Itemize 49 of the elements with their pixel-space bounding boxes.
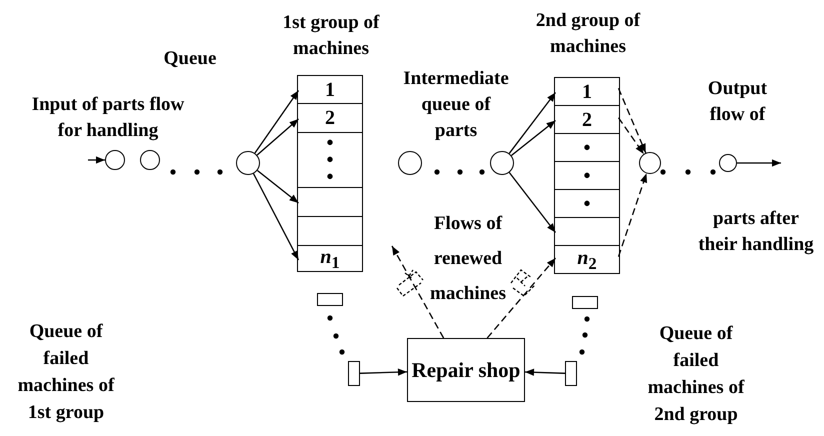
arrow — [257, 170, 299, 204]
machine-number: n$_{2}$ — [577, 248, 597, 274]
dashed-arrow — [486, 258, 556, 338]
annotation-text: Input of parts flow for handling — [30, 93, 186, 143]
arrow — [508, 92, 556, 154]
queue-circle — [105, 150, 125, 170]
machine-number: 2 — [582, 110, 592, 130]
arrow — [254, 90, 300, 154]
arrow — [88, 156, 105, 164]
arrow — [360, 368, 408, 376]
machine-number: 2 — [325, 108, 335, 128]
arrow — [508, 172, 556, 233]
dashed-arrow — [618, 117, 644, 154]
machine-number: • • • — [326, 134, 334, 186]
annotation-text: Flows of renewed machines — [429, 212, 507, 306]
queue-circle — [639, 152, 661, 174]
machine-number: • — [583, 166, 590, 186]
annotation-text: Intermediate queue of parts — [402, 67, 510, 143]
annotation-text: parts after their handling — [697, 207, 815, 257]
annotation-text: Queue — [162, 47, 218, 71]
queue-circle — [719, 154, 737, 172]
group-title: 1st group of machines — [282, 11, 380, 61]
arrow — [524, 368, 566, 376]
machine-number: n$_{1}$ — [320, 246, 340, 272]
arrow — [252, 173, 300, 260]
annotation-text: Queue of failed machines of 1st group — [16, 320, 116, 425]
queue-circle — [490, 151, 514, 175]
machine-number: • — [583, 138, 590, 158]
queue-circle — [236, 151, 260, 175]
machine-number: • — [583, 194, 590, 214]
queue-circle — [140, 150, 160, 170]
queue-rectangle — [317, 293, 343, 306]
arrow — [256, 118, 299, 156]
box-label: Repair shop — [412, 357, 520, 384]
annotation-text: Queue of failed machines of 2nd group — [646, 322, 746, 427]
dashed-arrow — [618, 88, 646, 154]
queue-rectangle — [348, 361, 360, 386]
dashed-arrow — [391, 246, 444, 338]
group-title: 2nd group of machines — [534, 9, 642, 59]
process-box — [407, 338, 525, 402]
queue-circle — [398, 151, 422, 175]
annotation-text: Output flow of — [706, 77, 768, 127]
queue-rectangle — [572, 296, 598, 309]
machine-number: 1 — [325, 80, 335, 100]
machine-number: 1 — [582, 82, 592, 102]
arrow — [511, 120, 556, 156]
arrow — [737, 159, 781, 167]
queue-rectangle — [565, 361, 577, 386]
dashed-arrow — [618, 173, 648, 257]
